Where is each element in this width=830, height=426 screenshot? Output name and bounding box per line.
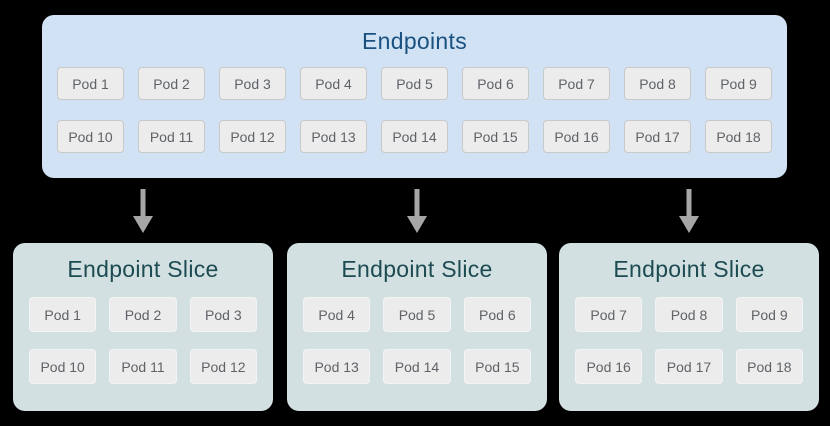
arrow-stem xyxy=(140,189,146,217)
endpoint-slice-title: Endpoint Slice xyxy=(613,256,765,282)
pod-box: Pod 17 xyxy=(624,120,691,153)
pod-box: Pod 5 xyxy=(381,67,448,100)
endpoints-title: Endpoints xyxy=(362,28,467,54)
pod-box: Pod 9 xyxy=(705,67,772,100)
pod-box: Pod 6 xyxy=(463,297,531,332)
down-arrow-icon xyxy=(407,189,427,233)
pod-box: Pod 11 xyxy=(138,120,205,153)
pod-box: Pod 1 xyxy=(29,297,97,332)
pod-box: Pod 5 xyxy=(383,297,451,332)
arrow-head xyxy=(679,216,699,233)
arrow-head xyxy=(407,216,427,233)
pod-box: Pod 8 xyxy=(655,297,723,332)
pod-box: Pod 10 xyxy=(29,349,97,384)
pod-box: Pod 7 xyxy=(543,67,610,100)
pod-box: Pod 14 xyxy=(383,349,451,384)
pod-box: Pod 18 xyxy=(705,120,772,153)
endpoint-slice-title: Endpoint Slice xyxy=(341,256,493,282)
slice-pod-grid: Pod 1 Pod 2 Pod 3 Pod 10 Pod 11 Pod 12 xyxy=(29,297,257,384)
slice-pod-grid: Pod 7 Pod 8 Pod 9 Pod 16 Pod 17 Pod 18 xyxy=(575,297,803,384)
slice-pod-grid: Pod 4 Pod 5 Pod 6 Pod 13 Pod 14 Pod 15 xyxy=(303,297,531,384)
pod-box: Pod 7 xyxy=(575,297,643,332)
down-arrow-icon xyxy=(679,189,699,233)
pod-box: Pod 12 xyxy=(189,349,257,384)
pod-box: Pod 2 xyxy=(109,297,177,332)
arrow-stem xyxy=(686,189,692,217)
pod-box: Pod 1 xyxy=(57,67,124,100)
pod-box: Pod 18 xyxy=(735,349,803,384)
pod-box: Pod 4 xyxy=(303,297,371,332)
endpoint-slice-title: Endpoint Slice xyxy=(67,256,219,282)
pod-box: Pod 6 xyxy=(462,67,529,100)
pod-box: Pod 13 xyxy=(303,349,371,384)
endpoints-box: Endpoints Pod 1 Pod 2 Pod 3 Pod 4 Pod 5 Pod 6… xyxy=(42,15,787,178)
arrow-stem xyxy=(414,189,420,217)
pod-box: Pod 3 xyxy=(189,297,257,332)
pod-box: Pod 17 xyxy=(655,349,723,384)
pod-box: Pod 14 xyxy=(381,120,448,153)
pod-box: Pod 15 xyxy=(463,349,531,384)
pod-box: Pod 11 xyxy=(109,349,177,384)
pod-box: Pod 9 xyxy=(735,297,803,332)
endpoints-pod-grid: Pod 1 Pod 2 Pod 3 Pod 4 Pod 5 Pod 6 Pod 7 Pod 8… xyxy=(57,67,772,153)
pod-box: Pod 4 xyxy=(300,67,367,100)
pod-box: Pod 16 xyxy=(575,349,643,384)
pod-box: Pod 16 xyxy=(543,120,610,153)
down-arrow-icon xyxy=(133,189,153,233)
pod-box: Pod 12 xyxy=(219,120,286,153)
pod-box: Pod 15 xyxy=(462,120,529,153)
pod-box: Pod 8 xyxy=(624,67,691,100)
pod-box: Pod 3 xyxy=(219,67,286,100)
pod-box: Pod 2 xyxy=(138,67,205,100)
pod-box: Pod 10 xyxy=(57,120,124,153)
pod-box: Pod 13 xyxy=(300,120,367,153)
arrow-head xyxy=(133,216,153,233)
